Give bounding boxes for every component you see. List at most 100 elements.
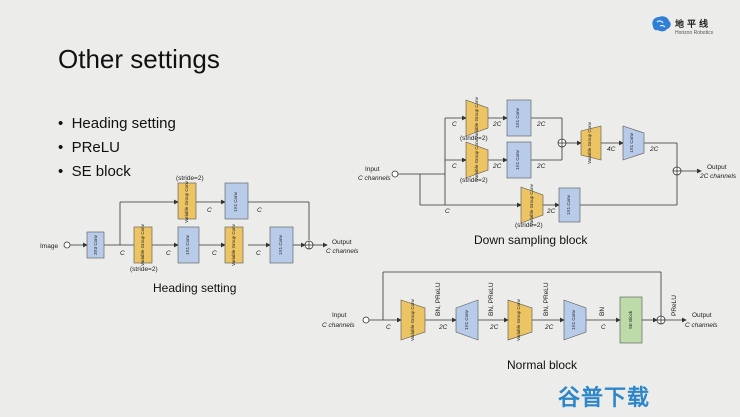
group-conv-label: Variable Group Conv — [516, 298, 521, 340]
se-block — [619, 296, 643, 344]
channel-label: 2C — [536, 121, 546, 128]
conv1x1-trapezoid — [622, 125, 645, 161]
heading-output-channels: C channels — [326, 248, 359, 255]
bn-prelu-label: BN, PReLU — [435, 282, 442, 316]
channel-label: 2C — [489, 324, 499, 331]
channel-label: C — [452, 163, 457, 170]
channel-label: C — [207, 207, 212, 214]
normal-blocks: Variable Group Conv 1X1 Conv Variable Gr… — [400, 296, 643, 344]
channel-label: C — [386, 324, 391, 331]
se-block-label: SE Block — [628, 310, 633, 329]
normal-input-label: Input — [332, 312, 347, 319]
normal-output-channels: C channels — [685, 322, 718, 329]
conv1x1-label: 1X1 Conv — [278, 234, 283, 255]
channel-label: 2C — [492, 163, 502, 170]
group-conv-label: Variable Group Conv — [474, 138, 479, 180]
group-conv-block — [400, 299, 426, 341]
down-input-label: Input — [365, 166, 380, 173]
group-conv-label: Variable Group Conv — [231, 223, 236, 265]
bullet-item: • PReLU — [58, 139, 120, 156]
channel-label: C — [445, 208, 450, 215]
conv1x1-label: 1X1 Conv — [629, 132, 634, 153]
channel-label: 2C — [649, 146, 659, 153]
conv1x1-label: 1X1 Conv — [464, 309, 469, 330]
conv1x1-label: 1X1 Conv — [571, 309, 576, 330]
bullet-text: PReLU — [71, 139, 120, 156]
channel-label: C — [212, 250, 217, 257]
channel-label: C — [120, 250, 125, 257]
group-conv-block — [133, 226, 153, 264]
normal-input-channels: C channels — [322, 322, 355, 329]
channel-label: C — [256, 250, 261, 257]
conv1x1-label: 1X1 Conv — [185, 234, 190, 255]
channel-label: 2C — [544, 324, 554, 331]
conv1x1-block — [558, 187, 581, 223]
channel-label: 2C — [536, 163, 546, 170]
down-stride: (stride=2) — [515, 222, 543, 229]
normal-block-diagram — [362, 271, 687, 325]
bullet-text: Heading setting — [71, 115, 176, 132]
channel-label: C — [166, 250, 171, 257]
slide-title: Other settings — [58, 44, 220, 74]
channel-label: C — [601, 324, 606, 331]
channel-label: 2C — [492, 121, 502, 128]
heading-output-label: Output — [332, 239, 352, 246]
down-stride: (stride=2) — [460, 177, 488, 184]
brand-name-en: Horizon Robotics — [675, 30, 714, 36]
conv1x1-block — [224, 182, 249, 220]
bn-prelu-label: BN, PReLU — [488, 282, 495, 316]
conv1x1-trapezoid — [455, 299, 479, 341]
down-blocks: Variable Group Conv Variable Group Conv … — [465, 96, 645, 226]
channel-label: C — [257, 207, 262, 214]
group-conv-label: Variable Group Conv — [184, 180, 189, 222]
bullet-item: • Heading setting — [58, 115, 176, 132]
brand-name-cn: 地平线 — [675, 20, 712, 30]
channel-label: 4C — [607, 146, 616, 153]
bullet-list: • Heading setting • PReLU • SE block — [58, 112, 176, 184]
heading-input-label: Image — [40, 243, 58, 250]
conv1x1-block — [177, 226, 200, 264]
conv1x1-label: 1X1 Conv — [515, 107, 520, 128]
conv1x1-block — [269, 226, 294, 264]
group-conv-label: Variable Group Conv — [410, 298, 415, 340]
group-conv-label: Variable Group Conv — [140, 223, 145, 265]
conv3x3-label: 3X3 Conv — [93, 234, 98, 255]
bullet-item: • SE block — [58, 163, 131, 180]
watermark-text: 谷普下载 — [558, 386, 651, 411]
conv1x1-trapezoid — [563, 299, 587, 341]
down-stride: (stride=2) — [460, 135, 488, 142]
channel-label: 2C — [546, 208, 556, 215]
down-input-channels: C channels — [358, 175, 391, 182]
down-caption: Down sampling block — [474, 233, 588, 247]
group-conv-block — [507, 299, 533, 341]
group-conv-block — [465, 99, 489, 137]
conv1x1-label: 1X1 Conv — [515, 149, 520, 170]
normal-output-label: Output — [692, 312, 712, 319]
group-conv-label: Variable Group Conv — [529, 183, 534, 225]
heading-stride-top: (stride=2) — [176, 175, 204, 182]
prelu-label: PReLU — [671, 295, 678, 316]
conv1x1-label: 1X1 Conv — [233, 191, 238, 212]
normal-caption: Normal block — [507, 358, 578, 372]
down-output-label: Output — [707, 164, 727, 171]
group-conv-label: Variable Group Conv — [587, 121, 592, 163]
group-conv-block — [177, 182, 197, 220]
conv1x1-label: 1X1 Conv — [566, 194, 571, 215]
down-sampling-diagram — [391, 115, 702, 208]
group-conv-block — [224, 226, 244, 264]
group-conv-block — [520, 186, 544, 224]
brand-logo-icon — [652, 16, 671, 32]
conv1x1-block — [506, 141, 532, 179]
heading-blocks: 3X3 Conv Variable Group Conv 1X1 Conv Va… — [86, 180, 294, 266]
heading-caption: Heading setting — [153, 281, 236, 295]
bullet-text: SE block — [71, 163, 131, 180]
bn-label: BN — [599, 307, 606, 316]
conv3x3-block — [86, 231, 105, 259]
heading-stride-bottom: (stride=2) — [130, 266, 158, 273]
conv1x1-block — [506, 99, 532, 137]
down-output-channels: 2C channels — [699, 173, 737, 180]
group-conv-label: Variable Group Conv — [474, 96, 479, 138]
channel-label: C — [452, 121, 457, 128]
